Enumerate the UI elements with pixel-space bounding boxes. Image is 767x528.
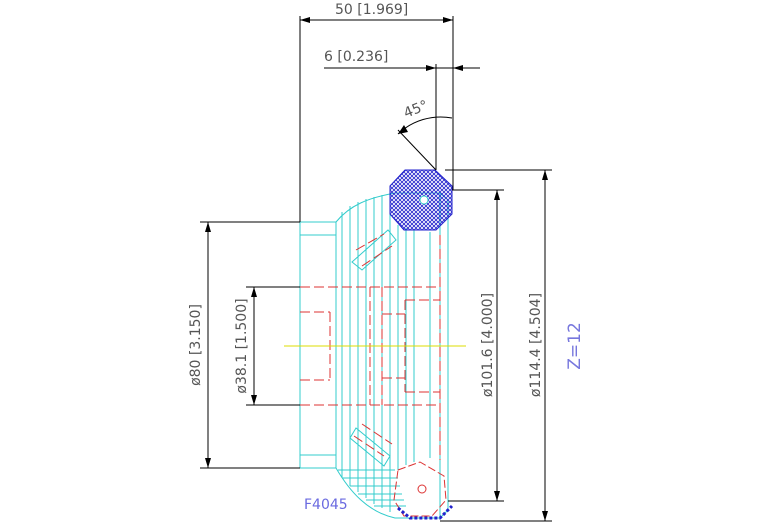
bore-diameter-label: ø38.1 [1.500] — [234, 298, 250, 393]
hidden-lines — [300, 233, 447, 517]
tooth-count-label: Z=12 — [565, 322, 585, 370]
body-outline — [335, 192, 449, 519]
part-outline — [299, 192, 449, 519]
part-number-label: F4045 — [304, 497, 348, 513]
dimension-lines — [200, 16, 552, 522]
hub-outline — [299, 221, 337, 469]
tooth-section-bottom — [397, 484, 454, 520]
pitch-diameter-label: ø101.6 [4.000] — [480, 293, 496, 397]
tooth-width-label: 6 [0.236] — [324, 49, 388, 65]
total-length-label: 50 [1.969] — [335, 2, 408, 18]
dimension-arrows — [205, 17, 548, 521]
chamfer-angle-label: 45° — [402, 98, 431, 122]
tooth-section-top — [389, 169, 453, 231]
outside-diameter-label: ø114.4 [4.504] — [528, 293, 544, 397]
hub-diameter-label: ø80 [3.150] — [188, 304, 204, 386]
